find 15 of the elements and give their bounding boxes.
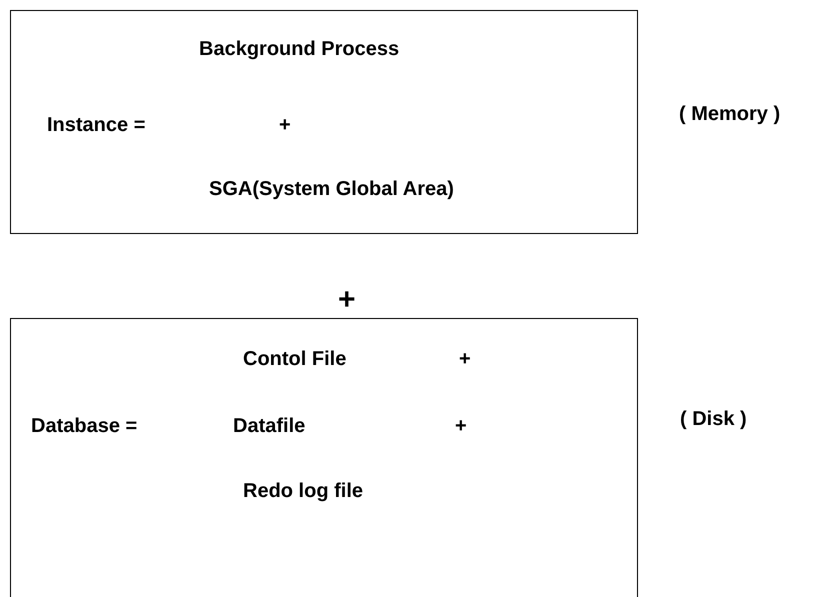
box-text: Contol File — [243, 349, 346, 369]
box-text: Redo log file — [243, 481, 363, 501]
box-text: + — [459, 349, 471, 369]
box-text: + — [455, 416, 467, 436]
component-box — [10, 318, 638, 597]
box-text: + — [279, 115, 291, 135]
box-text: Instance = — [47, 115, 146, 135]
component-box — [10, 10, 638, 234]
plus-sign: + — [338, 285, 356, 315]
box-text: SGA(System Global Area) — [209, 179, 454, 199]
box-text: Datafile — [233, 416, 306, 436]
box-text: Background Process — [199, 39, 400, 59]
side-note: ( Memory ) — [679, 104, 780, 124]
box-text: Database = — [31, 416, 138, 436]
side-note: ( Disk ) — [680, 409, 747, 429]
